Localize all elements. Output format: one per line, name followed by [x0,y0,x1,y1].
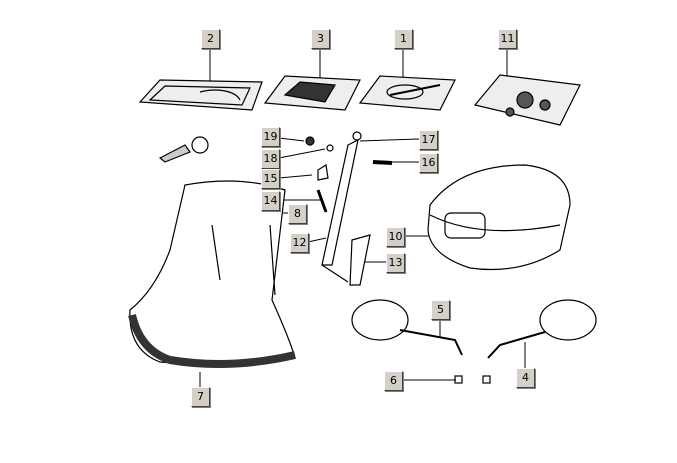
callout-10[interactable]: 10 [386,227,405,247]
key [158,136,209,163]
callout-7[interactable]: 7 [191,387,210,407]
document-pouch-2 [138,79,263,111]
callout-13[interactable]: 13 [386,253,405,273]
callout-11[interactable]: 11 [498,29,517,49]
callout-16[interactable]: 16 [419,153,438,173]
callout-6[interactable]: 6 [384,371,403,391]
callout-8[interactable]: 8 [288,204,307,224]
callout-4[interactable]: 4 [516,368,535,388]
callout-1[interactable]: 1 [394,29,413,49]
mirror-right-4 [487,299,597,359]
pouch-1 [358,75,456,111]
top-box-10 [427,164,571,271]
callout-17[interactable]: 17 [419,130,438,150]
callout-5[interactable]: 5 [431,300,450,320]
callout-18[interactable]: 18 [261,149,280,169]
small-parts [305,131,393,286]
callout-14[interactable]: 14 [261,191,280,211]
callout-15[interactable]: 15 [261,169,280,189]
nuts-6 [454,375,491,384]
pouch-3 [263,75,361,111]
callout-3[interactable]: 3 [311,29,330,49]
pouch-11 [473,74,581,126]
callout-19[interactable]: 19 [261,127,280,147]
mirror-left-5 [351,299,463,356]
callout-2[interactable]: 2 [201,29,220,49]
callout-12[interactable]: 12 [290,233,309,253]
